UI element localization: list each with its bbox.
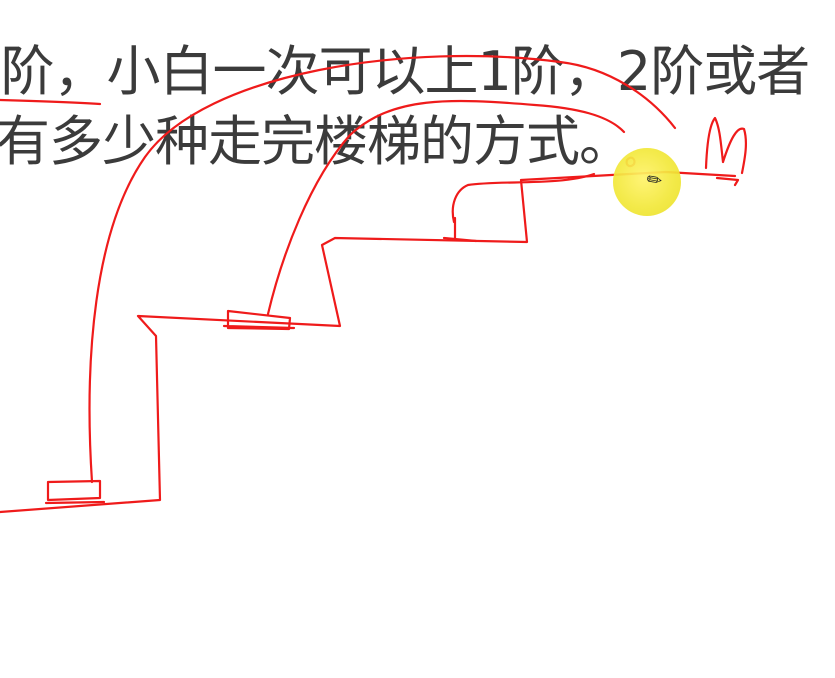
cursor-highlight <box>613 148 681 216</box>
problem-text-line-1: -阶，小白一次可以上1阶，2阶或者 <box>0 40 810 103</box>
step-box-3 <box>442 216 478 243</box>
step-box-1 <box>44 479 106 505</box>
underline-stroke <box>0 98 102 106</box>
small-arc-arrow <box>451 172 596 224</box>
big-arc-arrow <box>88 54 677 484</box>
problem-text-line-2: 有多少种走完楼梯的方式。 <box>0 110 633 173</box>
middle-arc-arrow <box>266 99 626 316</box>
handwritten-n <box>704 116 748 187</box>
stairs-outline <box>0 170 737 514</box>
step-box-2 <box>222 309 296 331</box>
